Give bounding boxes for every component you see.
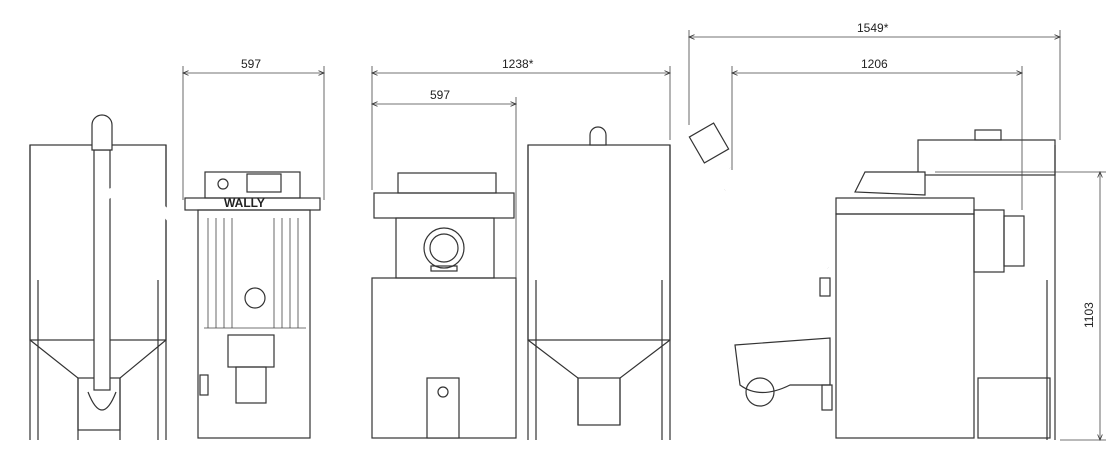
dim-label-front-width: 597	[241, 57, 261, 71]
dim-label-overall-width: 1238*	[502, 57, 534, 71]
dim-height: 1103	[935, 172, 1106, 440]
brand-plate: WALLY	[224, 196, 265, 210]
front-boiler: WALLY	[184, 171, 321, 439]
dim-label-height: 1103	[1082, 302, 1096, 328]
back-boiler	[371, 172, 517, 439]
side-auger	[688, 122, 832, 348]
side-burner	[734, 337, 833, 411]
back-silo	[527, 126, 671, 440]
dim-label-overall-side: 1549*	[857, 21, 889, 35]
dim-overall-width-back: 1238*	[372, 57, 670, 190]
dim-label-back-width: 597	[430, 88, 450, 102]
side-boiler	[835, 129, 1056, 440]
back-view: 1238* 597	[372, 57, 670, 440]
dim-front-width: 597	[183, 57, 324, 200]
front-view: WALLY 597	[29, 57, 324, 440]
side-view: 1549* 1206 1103	[689, 21, 1106, 440]
dim-side-depth: 1206	[732, 57, 1022, 210]
dim-label-side-depth: 1206	[861, 57, 888, 71]
front-silo	[29, 114, 249, 440]
dim-overall-side-depth: 1549*	[689, 21, 1060, 140]
dim-back-boiler-width: 597	[372, 88, 516, 280]
